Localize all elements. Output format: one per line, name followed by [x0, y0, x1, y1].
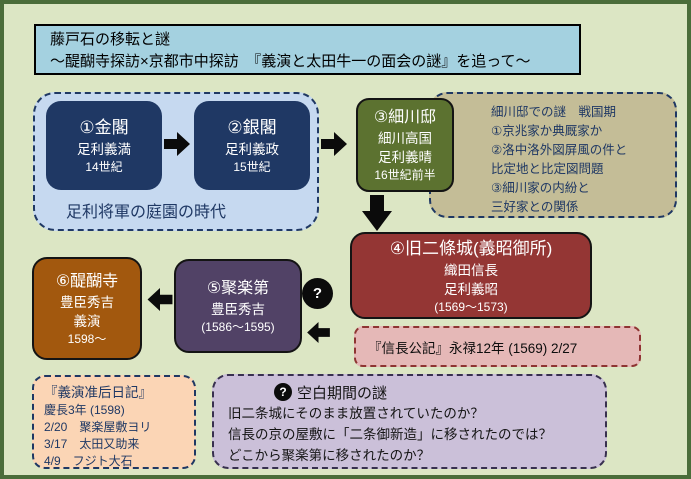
- node-daigoji-period: 1598～: [67, 331, 107, 346]
- note-shincho-koki: 『信長公記』永禄12年 (1569) 2/27: [354, 326, 641, 367]
- arrow-right-icon: [321, 132, 347, 156]
- note-hosokawa-mystery: 細川邸での謎 戦国期 ①京兆家か典厩家か ②洛中洛外図屏風の件と 比定地と比定図…: [429, 92, 677, 218]
- blank-period-title: 空白期間の謎: [297, 384, 388, 402]
- arrow-down-icon: [362, 195, 392, 231]
- node-hosokawa-period: 16世紀前半: [374, 168, 436, 182]
- page-subtitle: ～醍醐寺探訪×京都市中探訪 『義演と太田牛一の面会の謎』を追って～: [50, 53, 531, 70]
- question-mark: ?: [312, 285, 323, 302]
- arrow-left-icon: [147, 288, 173, 311]
- note-shincho-koki-text: 『信長公記』永禄12年 (1569) 2/27: [368, 340, 578, 356]
- node-juraku-person: 豊臣秀吉: [211, 301, 265, 317]
- node-hosokawa-person1: 細川高国: [378, 131, 432, 146]
- note-gien-diary: 『義演准后日記』 慶長3年 (1598) 2/20 聚楽屋敷ヨリ 3/17 太田…: [32, 375, 196, 469]
- node-ginkaku: ②銀閣 足利義政 15世紀: [194, 101, 310, 190]
- note-line: 3/17 太田又助来: [44, 437, 140, 451]
- page-title: 藤戸石の移転と謎: [50, 31, 171, 48]
- node-kinkaku: ①金閣 足利義満 14世紀: [46, 101, 162, 190]
- node-ginkaku-period: 15世紀: [233, 160, 271, 174]
- blank-period-heading: ? 空白期間の謎: [274, 381, 605, 403]
- question-circle-icon: ?: [274, 383, 292, 401]
- node-hosokawa-title: ③細川邸: [373, 109, 437, 126]
- node-daigoji: ⑥醍醐寺 豊臣秀吉 義演 1598～: [32, 257, 142, 360]
- note-blank-period: ? 空白期間の謎 旧二条城にそのまま放置されていたのか？ 信長の京の屋敷に「二条…: [212, 374, 607, 469]
- node-kyunijo-title: ④旧二條城(義昭御所): [389, 238, 553, 258]
- node-daigoji-person1: 豊臣秀吉: [60, 294, 114, 310]
- node-daigoji-person2: 義演: [73, 313, 101, 329]
- node-kyunijo: ④旧二條城(義昭御所) 織田信長 足利義昭 (1569～1573): [350, 232, 592, 319]
- note-line: 比定地と比定図問題: [491, 162, 604, 176]
- title-banner: 藤戸石の移転と謎 ～醍醐寺探訪×京都市中探訪 『義演と太田牛一の面会の謎』を追っ…: [34, 24, 581, 75]
- node-kinkaku-title: ①金閣: [79, 118, 129, 137]
- node-juraku: ⑤聚楽第 豊臣秀吉 (1586～1595): [174, 259, 302, 353]
- node-kinkaku-person: 足利義満: [77, 142, 131, 157]
- node-kyunijo-person2: 足利義昭: [444, 281, 498, 297]
- question-mark: ?: [279, 385, 287, 399]
- era-label: 足利将軍の庭園の時代: [66, 204, 227, 221]
- note-line: ③細川家の内紛と: [491, 181, 590, 195]
- arrow-right-icon: [164, 132, 190, 156]
- node-daigoji-title: ⑥醍醐寺: [55, 272, 119, 290]
- question-circle-icon: ?: [302, 278, 333, 309]
- note-line: 2/20 聚楽屋敷ヨリ: [44, 420, 152, 434]
- note-line: 細川邸での謎 戦国期: [491, 105, 617, 119]
- note-line: どこから聚楽第に移されたのか？: [228, 448, 431, 463]
- note-line: ②洛中洛外図屏風の件と: [491, 143, 628, 157]
- note-line: 『義演准后日記』: [44, 385, 152, 400]
- note-line: 三好家との関係: [491, 200, 579, 214]
- node-ginkaku-person: 足利義政: [225, 142, 279, 157]
- node-juraku-period: (1586～1595): [201, 319, 275, 334]
- node-kinkaku-period: 14世紀: [85, 160, 123, 174]
- node-ginkaku-title: ②銀閣: [227, 118, 277, 137]
- arrow-left-icon: [306, 322, 331, 343]
- note-line: 慶長3年 (1598): [44, 403, 125, 417]
- node-kyunijo-period: (1569～1573): [434, 299, 508, 314]
- note-line: ①京兆家か典厩家か: [491, 124, 603, 138]
- note-line: 4/9 フジト大石: [44, 454, 133, 468]
- node-hosokawa: ③細川邸 細川高国 足利義晴 16世紀前半: [356, 98, 454, 192]
- node-kyunijo-person1: 織田信長: [444, 262, 498, 278]
- node-juraku-title: ⑤聚楽第: [206, 279, 270, 297]
- note-line: 信長の京の屋敷に「二条御新造」に移されたのでは？: [228, 427, 552, 442]
- node-hosokawa-person2: 足利義晴: [378, 150, 432, 165]
- note-line: 旧二条城にそのまま放置されていたのか？: [228, 406, 484, 421]
